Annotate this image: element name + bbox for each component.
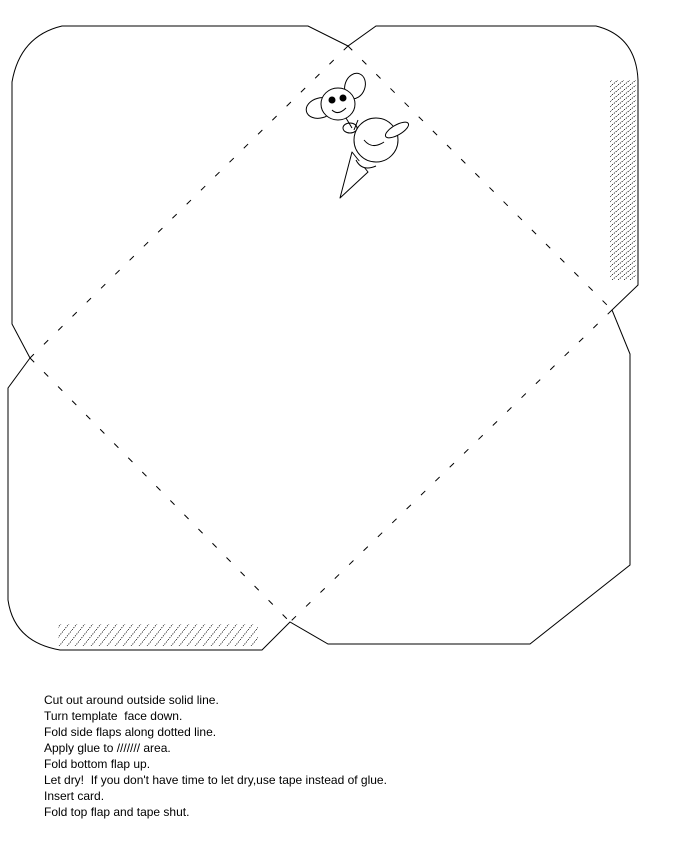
instruction-5: Fold bottom flap up. [44,757,151,771]
fold-lines [29,45,613,623]
instruction-7: Insert card. [44,789,105,803]
instruction-1: Cut out around outside solid line. [44,693,219,707]
glue-area-bottom [58,624,258,646]
outer-cut-line [7,25,639,651]
glue-area-right [610,80,636,280]
instructions-list: Cut out around outside solid line. Turn … [44,692,387,820]
instruction-4: Apply glue to /////// area. [44,741,171,755]
envelope-template [7,25,639,651]
instruction-2: Turn template face down. [44,709,183,723]
instruction-6: Let dry! If you don't have time to let d… [44,773,387,787]
instruction-3: Fold side flaps along dotted line. [44,725,217,739]
instruction-8: Fold top flap and tape shut. [44,805,190,819]
mouse-character-icon [305,72,410,199]
